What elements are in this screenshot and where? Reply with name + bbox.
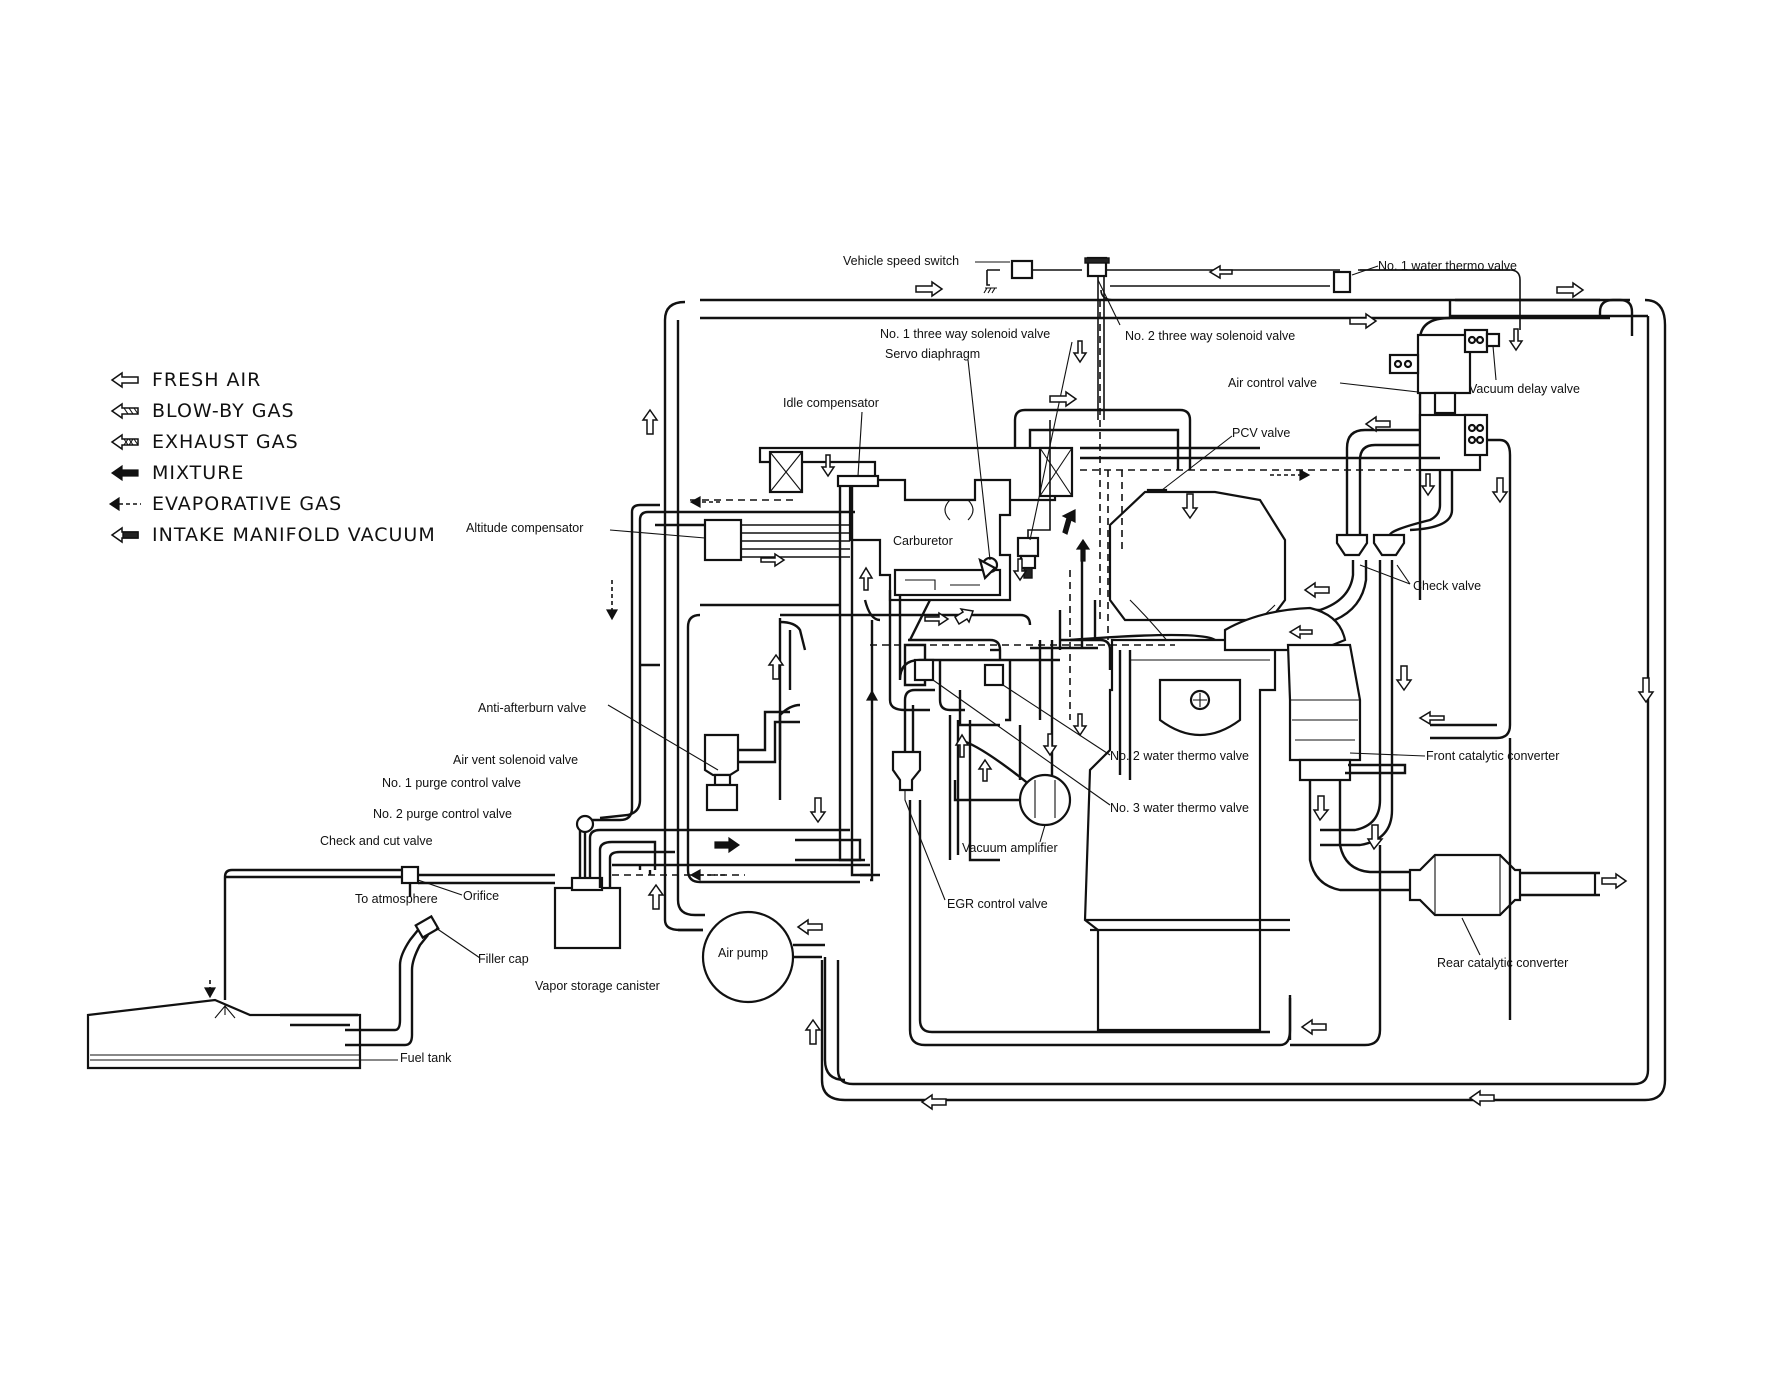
label-no2-purge-control-valve: No. 2 purge control valve	[373, 807, 512, 821]
lower-air-lines	[823, 738, 1512, 1082]
label-idle-compensator: Idle compensator	[783, 396, 879, 410]
no1-three-way-solenoid-valve	[1016, 341, 1073, 579]
label-no1-purge-control-valve: No. 1 purge control valve	[382, 776, 521, 790]
no1-water-thermo-valve	[1332, 265, 1379, 294]
no3-water-thermo-valve	[913, 658, 1111, 806]
label-servo-diaphragm: Servo diaphragm	[885, 347, 980, 361]
front-catalytic-converter	[1345, 752, 1426, 775]
air-injection-loop	[663, 298, 1667, 1102]
idle-compensator	[836, 411, 880, 488]
legend-fresh-air: FRESH AIR	[152, 369, 261, 391]
fuel-tank	[86, 914, 481, 1070]
legend-exhaust-gas: EXHAUST GAS	[152, 431, 299, 453]
label-vacuum-amplifier: Vacuum amplifier	[962, 841, 1058, 855]
label-rear-catalytic-converter: Rear catalytic converter	[1437, 956, 1568, 970]
anti-afterburn-valve	[607, 703, 801, 812]
evaporative-gas-legend-icon	[108, 496, 141, 512]
servo-diaphragm	[967, 359, 991, 561]
vacuum-amplifier	[953, 773, 1072, 843]
legend-evaporative-gas: EVAPORATIVE GAS	[152, 493, 342, 515]
label-no3-water-thermo-valve: No. 3 water thermo valve	[1110, 801, 1249, 815]
check-and-cut-valve	[223, 865, 555, 1000]
exhaust-gas-legend-icon	[110, 433, 139, 451]
label-egr-control-valve: EGR control valve	[947, 897, 1048, 911]
label-check-valve: Check valve	[1413, 579, 1481, 593]
legend-intake-manifold-vacuum: INTAKE MANIFOLD VACUUM	[152, 524, 436, 546]
label-air-pump: Air pump	[718, 946, 768, 960]
carburetor	[848, 478, 1012, 602]
legend-blow-by-gas: BLOW-BY GAS	[152, 400, 295, 422]
no2-three-way-solenoid-valve	[1084, 256, 1121, 326]
air-vent-solenoid-valve	[575, 814, 595, 878]
label-fuel-tank: Fuel tank	[400, 1051, 452, 1065]
central-piping	[640, 300, 1216, 884]
label-filler-cap: Filler cap	[478, 952, 529, 966]
vacuum-delay-valve	[1485, 332, 1501, 381]
vehicle-speed-switch	[975, 259, 1034, 294]
fresh-air-legend-icon	[110, 371, 139, 389]
check-valves	[1335, 533, 1411, 585]
no2-water-thermo-valve	[983, 663, 1111, 756]
label-altitude-compensator: Altitude compensator	[466, 521, 583, 535]
legend-mixture: MIXTURE	[152, 462, 244, 484]
label-carburetor: Carburetor	[893, 534, 953, 548]
label-pcv-valve: PCV valve	[1232, 426, 1290, 440]
intake-manifold-vacuum-legend-icon	[110, 526, 139, 544]
label-vehicle-speed-switch: Vehicle speed switch	[843, 254, 959, 268]
label-no2-water-thermo-valve: No. 2 water thermo valve	[1110, 749, 1249, 763]
exhaust-system	[1223, 606, 1600, 917]
top-vacuum-lines	[986, 269, 1521, 420]
label-no2-three-way-solenoid-valve: No. 2 three way solenoid valve	[1125, 329, 1295, 343]
label-vacuum-delay-valve: Vacuum delay valve	[1469, 382, 1580, 396]
air-control-valve	[1339, 328, 1489, 472]
label-no1-water-thermo-valve: No. 1 water thermo valve	[1378, 259, 1517, 273]
label-air-control-valve: Air control valve	[1228, 376, 1317, 390]
air-pump	[678, 910, 825, 1004]
altitude-compensator	[599, 499, 855, 820]
blow-by-gas-legend-icon	[110, 402, 139, 420]
label-air-vent-solenoid-valve: Air vent solenoid valve	[453, 753, 578, 767]
label-anti-afterburn-valve: Anti-afterburn valve	[478, 701, 586, 715]
label-vapor-storage-canister: Vapor storage canister	[535, 979, 660, 993]
mixture-legend-icon	[110, 464, 139, 482]
label-no1-three-way-solenoid-valve: No. 1 three way solenoid valve	[880, 327, 1050, 341]
label-orifice: Orifice	[463, 889, 499, 903]
flow-arrows	[605, 264, 1655, 1111]
rear-catalytic-converter	[1461, 917, 1481, 956]
label-front-catalytic-converter: Front catalytic converter	[1426, 749, 1559, 763]
label-to-atmosphere: To atmosphere	[355, 892, 438, 906]
engine	[1083, 490, 1290, 1032]
label-check-and-cut-valve: Check and cut valve	[320, 834, 433, 848]
legend: FRESH AIR BLOW-BY GAS EXHAUST GAS MIXTUR…	[108, 369, 436, 546]
